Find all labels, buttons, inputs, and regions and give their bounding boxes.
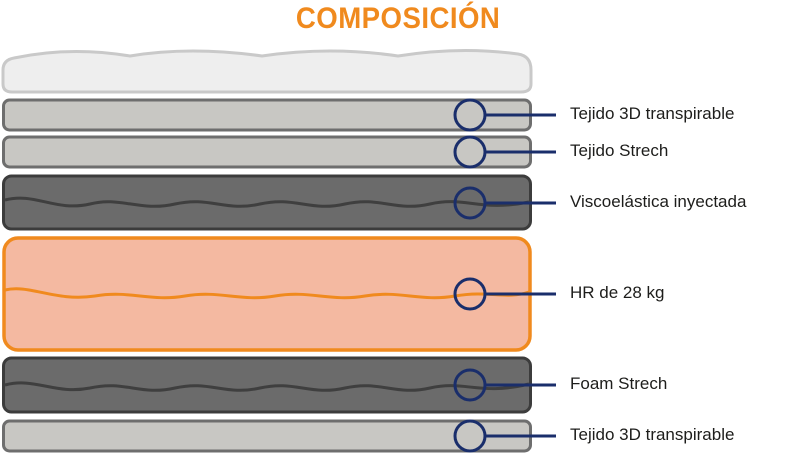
layer-label-foam-strech: Foam Strech (570, 374, 668, 393)
layer-hr-foam (2, 236, 532, 352)
layer-foam-strech-wave (4, 381, 530, 392)
layer-label-tejido-3d-bottom: Tejido 3D transpirable (570, 425, 735, 444)
layer-tejido-3d-bottom (2, 419, 532, 453)
layer-label-viscoelastica: Viscoelástica inyectada (570, 192, 747, 211)
callout-marker-4 (453, 277, 556, 311)
layer-label-tejido-3d-top: Tejido 3D transpirable (570, 104, 735, 123)
callout-marker-1 (453, 98, 556, 132)
layer-viscoelastica-wave (4, 196, 530, 208)
layer-tejido-3d-top (2, 98, 532, 132)
layer-label-tejido-strech: Tejido Strech (570, 141, 669, 160)
top-cover (1, 48, 533, 94)
callout-marker-2 (453, 135, 556, 169)
layer-tejido-strech (2, 135, 532, 169)
callout-marker-5 (453, 368, 556, 402)
callout-marker-3 (453, 186, 556, 220)
diagram-title: COMPOSICIÓN (295, 2, 501, 35)
callout-marker-6 (453, 419, 556, 453)
layer-label-hr-foam: HR de 28 kg (570, 283, 665, 302)
